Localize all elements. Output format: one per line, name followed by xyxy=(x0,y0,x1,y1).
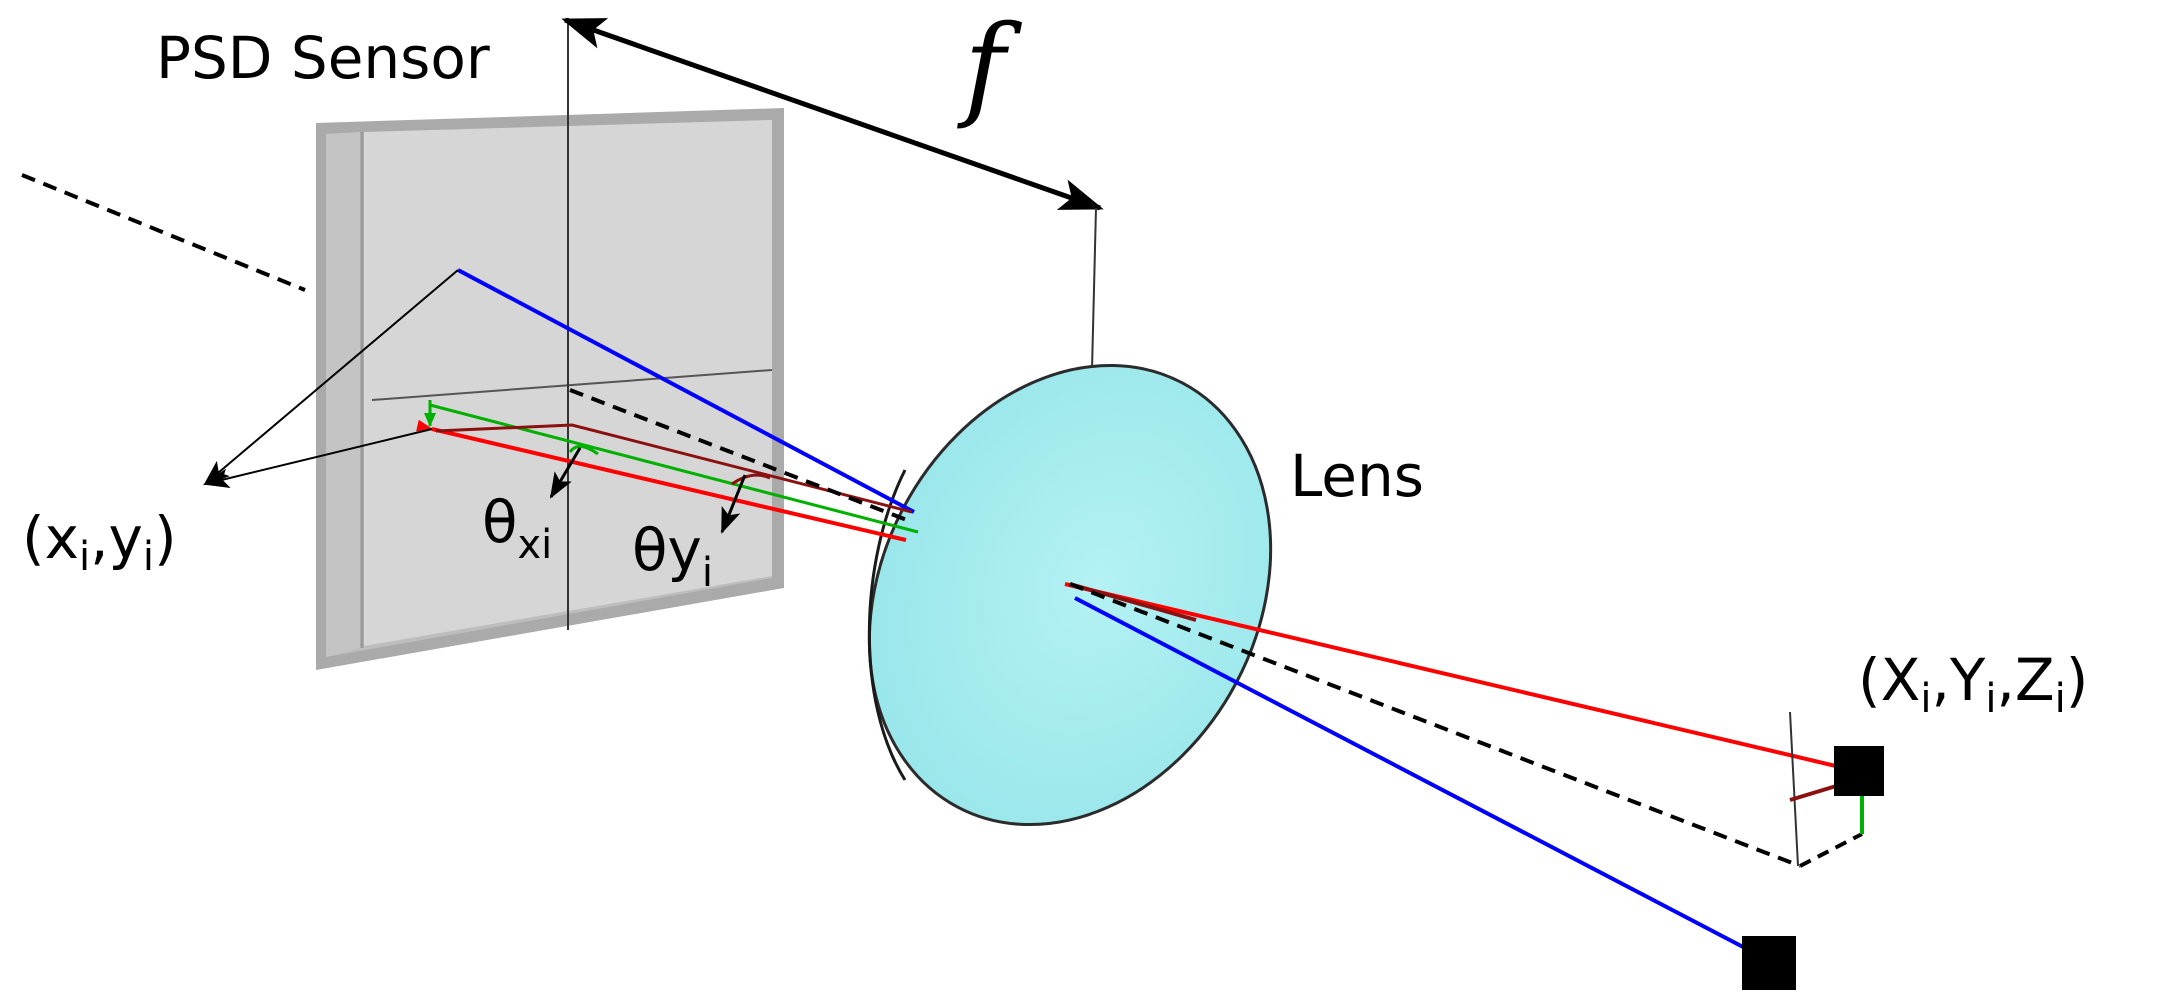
theta-y-pointer xyxy=(720,474,747,534)
object-point-sub1: i xyxy=(1920,676,1931,722)
lens-rim-shadow xyxy=(867,469,907,781)
optical-axis-left xyxy=(21,173,306,292)
chief-ray-dashed-object xyxy=(1069,582,1801,868)
theta-x-label: θxi xyxy=(482,488,552,568)
image-point-open: (x xyxy=(22,504,79,572)
object-point-mid1: ,Y xyxy=(1932,646,1986,714)
image-point-label: (xi,yi) xyxy=(22,504,177,580)
object-point-mid2: ,Z xyxy=(1997,646,2055,714)
ray-blue-object xyxy=(1074,596,1769,962)
object-point-sub3: i xyxy=(2055,676,2066,722)
theta-x-pointer xyxy=(549,447,582,499)
psd-sensor xyxy=(316,18,784,670)
object-vertical-line xyxy=(1789,711,1799,867)
chief-ray-dashed-sensor xyxy=(569,388,913,524)
sensor-axis-horizontal xyxy=(371,369,773,401)
image-point-mid: ,y xyxy=(90,504,143,572)
image-point-pointer-lower xyxy=(203,428,433,489)
object-point-sub2: i xyxy=(1985,676,1996,722)
image-point-close: ) xyxy=(154,504,177,572)
theta-x-sub: xi xyxy=(518,522,553,568)
object-point-close: ) xyxy=(2066,646,2089,714)
object-point-open: (X xyxy=(1858,646,1920,714)
focal-length-arrow xyxy=(561,17,1104,211)
theta-x-arc xyxy=(568,445,599,456)
lens-axis-vertical xyxy=(1091,207,1097,371)
ray-red-object xyxy=(1064,582,1841,769)
theta-y-arc xyxy=(731,473,771,486)
ray-darkred-sensor xyxy=(435,423,913,514)
ray-green-sensor xyxy=(429,403,919,534)
ray-red-sensor xyxy=(416,419,907,542)
object-point-label: (Xi,Yi,Zi) xyxy=(1858,646,2088,722)
object-point-upper xyxy=(1834,746,1884,796)
object-point-lower xyxy=(1742,936,1796,990)
theta-x-base: θ xyxy=(482,488,518,556)
lens-label: Lens xyxy=(1290,442,1424,510)
focal-length-label: f xyxy=(957,2,1023,132)
sensor-label: PSD Sensor xyxy=(156,24,490,92)
theta-y-base: θy xyxy=(632,516,702,584)
ray-darkred-object xyxy=(1069,582,1197,622)
ray-blue-sensor xyxy=(457,268,915,514)
image-point-sub2: i xyxy=(143,534,154,580)
lens xyxy=(867,363,1273,827)
sensor-edge-left xyxy=(326,132,360,657)
image-point-pointer xyxy=(203,269,459,486)
theta-y-label: θyi xyxy=(632,516,713,596)
image-point-sub1: i xyxy=(79,534,90,580)
object-base-dashed xyxy=(1799,832,1863,868)
theta-y-sub: i xyxy=(702,550,713,596)
